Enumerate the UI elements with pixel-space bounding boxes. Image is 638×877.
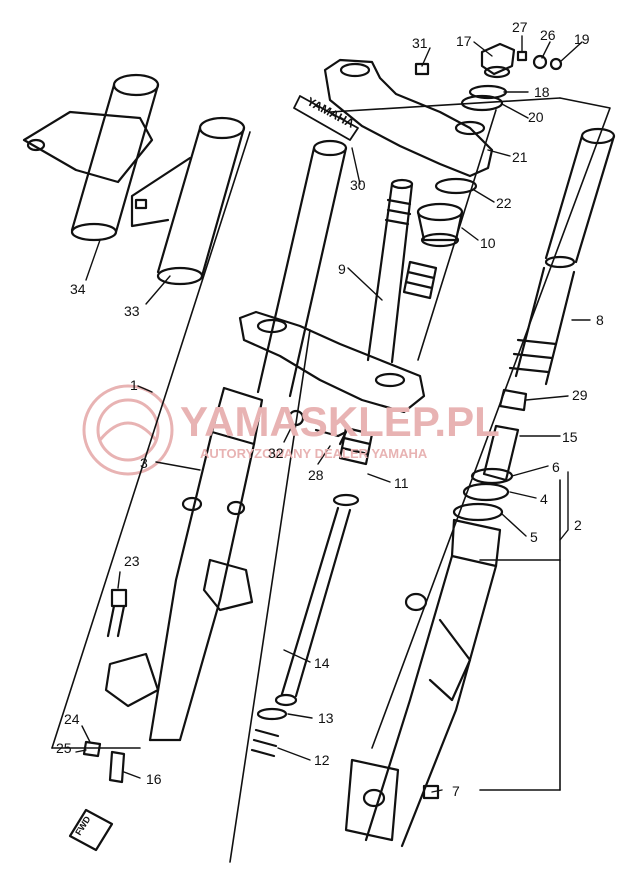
- callout-34: 34: [70, 281, 86, 297]
- watermark-title: YAMASKLEP.PL: [180, 398, 500, 445]
- callout-7: 7: [452, 783, 460, 799]
- callout-10: 10: [480, 235, 496, 251]
- callout-11: 11: [394, 475, 409, 491]
- callout-22: 22: [496, 195, 512, 211]
- callout-6: 6: [552, 459, 560, 475]
- callout-32: 32: [268, 445, 284, 461]
- forward-arrow-symbol: [68, 808, 114, 852]
- callout-5: 5: [530, 529, 538, 545]
- callout-21: 21: [512, 149, 528, 165]
- callout-8: 8: [596, 312, 604, 328]
- axle-bolts: [82, 588, 128, 784]
- callout-24: 24: [64, 711, 80, 727]
- fwd-arrow-text: FWD: [73, 814, 93, 837]
- callout-1: 1: [130, 377, 138, 393]
- bearing-race-parts: [416, 177, 478, 248]
- callout-12: 12: [314, 752, 330, 768]
- right-fork-leg: [344, 518, 502, 848]
- left-fork-leg: [104, 139, 348, 742]
- pinch-bolt-and-nut: [287, 409, 348, 446]
- callout-19: 19: [574, 31, 590, 47]
- steering-stem: [366, 178, 414, 364]
- callout-25: 25: [56, 740, 72, 756]
- fork-tube-left-with-bracket: [22, 73, 160, 242]
- callout-20: 20: [528, 109, 544, 125]
- callout-33: 33: [124, 303, 140, 319]
- callout-26: 26: [540, 27, 556, 43]
- callout-13: 13: [318, 710, 334, 726]
- fork-tube-right-with-bracket: [130, 116, 246, 286]
- callout-27: 27: [512, 19, 528, 35]
- watermark-logo: [82, 384, 174, 476]
- right-fork-upper-parts: [452, 127, 616, 522]
- watermark-subtitle: AUTORYZOWANY DEALER YAMAHA: [200, 446, 428, 461]
- callout-29: 29: [572, 387, 588, 403]
- upper-bracket: [293, 58, 494, 178]
- leader-lines: [75, 35, 591, 793]
- callout-17: 17: [456, 33, 472, 49]
- callout-28: 28: [308, 467, 324, 483]
- callout-3: 3: [140, 455, 148, 471]
- callout-4: 4: [540, 491, 548, 507]
- callout-31: 31: [412, 35, 428, 51]
- lower-bracket: [238, 310, 426, 414]
- callout-23: 23: [124, 553, 140, 569]
- callout-2: 2: [574, 517, 582, 533]
- callout-15: 15: [562, 429, 578, 445]
- callout-30: 30: [350, 177, 366, 193]
- steering-nut-parts: [460, 42, 563, 112]
- callout-16: 16: [146, 771, 162, 787]
- callout-14: 14: [314, 655, 330, 671]
- callout-9: 9: [338, 261, 346, 277]
- callout-18: 18: [534, 84, 550, 100]
- damper-rod-and-springs: [250, 260, 438, 758]
